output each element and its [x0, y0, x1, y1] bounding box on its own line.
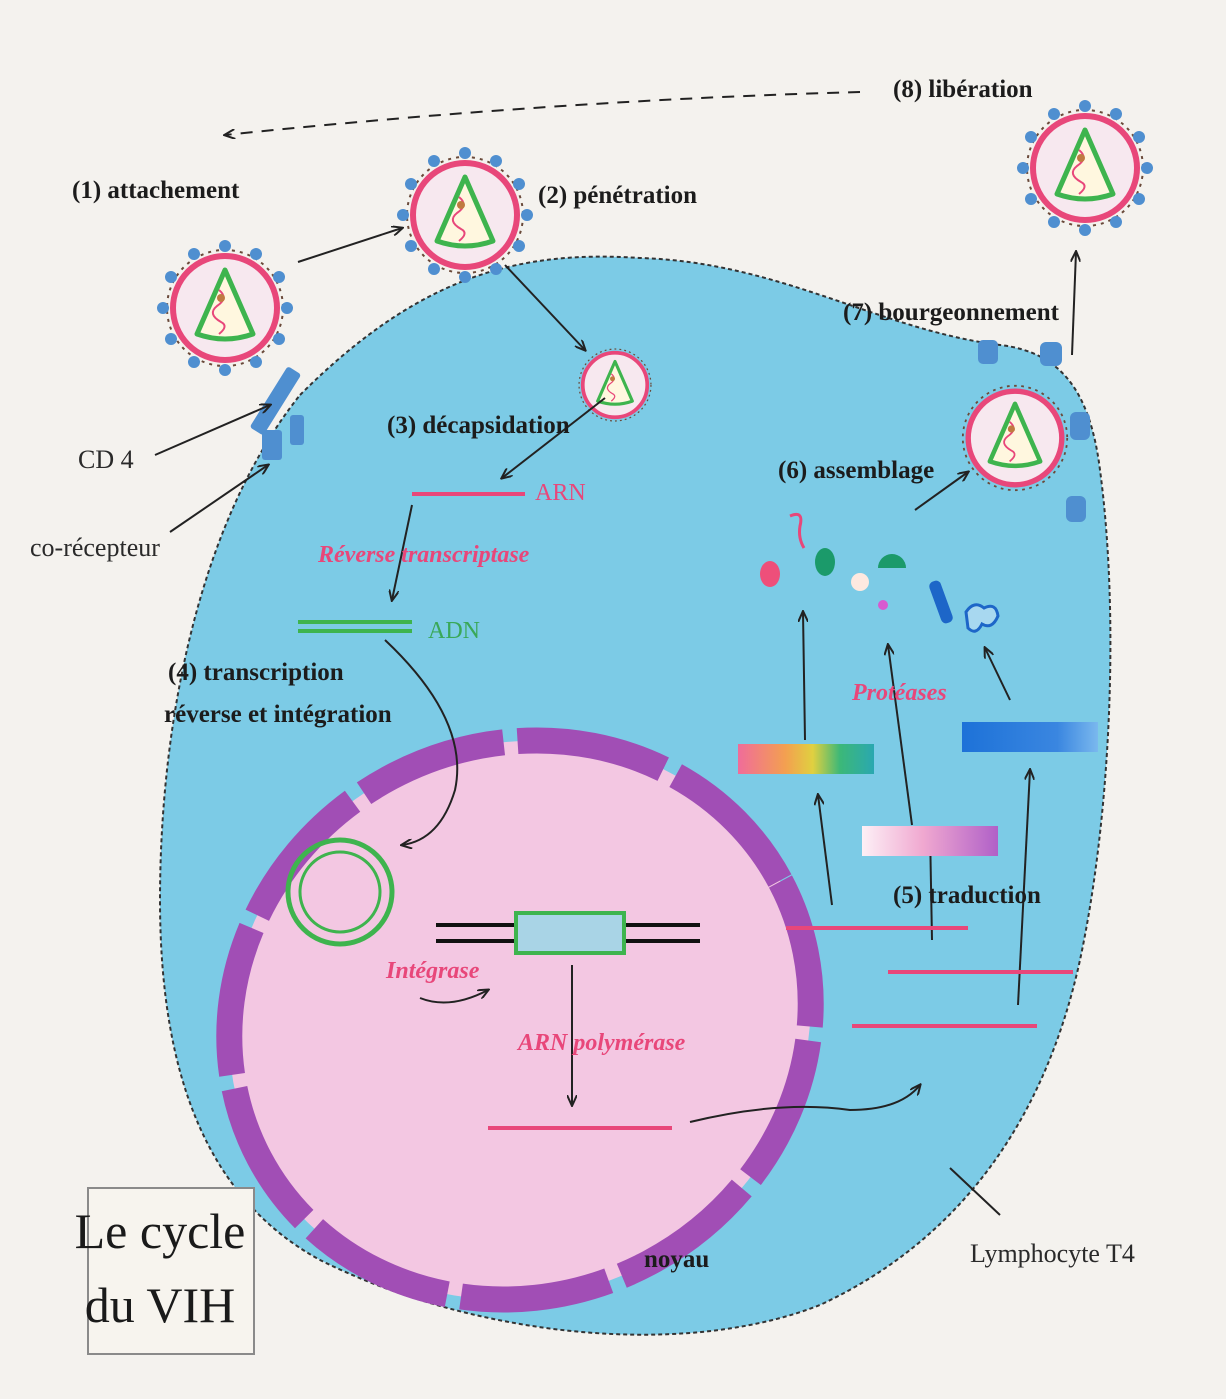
step-4-label-line1: (4) transcription — [168, 659, 344, 686]
dna-label: ADN — [428, 618, 480, 644]
title-line1: Le cycle — [75, 1203, 246, 1259]
cd4-label: CD 4 — [78, 445, 134, 474]
step-7-label: (7) bourgeonnement — [843, 299, 1060, 326]
polyprotein-3 — [962, 722, 1098, 752]
provirus — [516, 913, 624, 953]
step-6-label: (6) assemblage — [778, 457, 934, 484]
rna-label: ARN — [535, 480, 586, 506]
polyprotein-1 — [738, 744, 874, 774]
step-4-label-line2: réverse et intégration — [164, 701, 392, 728]
reverse-transcriptase-label: Réverse transcriptase — [317, 542, 530, 568]
nucleus-label: noyau — [644, 1246, 709, 1273]
step-8-label: (8) libération — [893, 76, 1033, 103]
step-1-label: (1) attachement — [72, 177, 240, 204]
coreceptor-part — [290, 415, 304, 445]
rna-polymerase-label: ARN polymérase — [516, 1030, 686, 1056]
step-5-label: (5) traduction — [893, 882, 1041, 909]
polyprotein-2 — [862, 826, 998, 856]
cell-label: Lymphocyte T4 — [970, 1239, 1135, 1268]
step-2-label: (2) pénétration — [538, 182, 697, 209]
step-3-label: (3) décapsidation — [387, 412, 570, 439]
title-line2: du VIH — [85, 1277, 235, 1333]
proteases-label: Protéases — [851, 680, 947, 706]
integrase-label: Intégrase — [385, 958, 480, 984]
coreceptor — [262, 430, 282, 460]
coreceptor-label: co-récepteur — [30, 533, 160, 562]
